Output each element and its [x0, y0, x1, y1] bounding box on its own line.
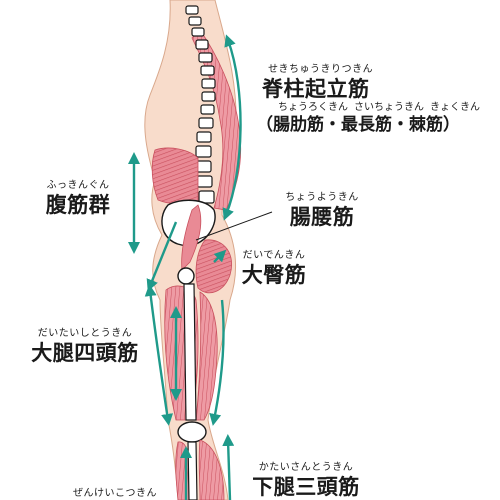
- hip-arrow-upper: [146, 221, 178, 292]
- erector-sub-rubies: ちょうろくきん さいちょうきん きょくきん: [256, 102, 496, 114]
- gluteus-arrow: [213, 249, 227, 263]
- hamstring-arrow: [209, 299, 225, 426]
- hamstring-muscle: [195, 291, 218, 421]
- erector-arrow: [222, 34, 242, 221]
- erector-ruby: せきちゅうきりつきん: [268, 64, 374, 75]
- triceps-surae-arrow: [222, 434, 235, 500]
- quadriceps-ruby: だいたいしとうきん: [37, 328, 133, 339]
- quadriceps-label: だいたいしとうきん 大腿四頭筋: [20, 328, 150, 366]
- iliopsoas-label: ちょうようきん 腸腰筋: [274, 192, 370, 230]
- triceps-surae-label: かたいさんとうきん 下腿三頭筋: [244, 462, 368, 500]
- triceps-surae-muscle: [198, 439, 225, 500]
- triceps-surae-ruby: かたいさんとうきん: [258, 462, 354, 473]
- abdominal-label: ふっきんぐん 腹筋群: [30, 180, 126, 218]
- quadriceps-name: 大腿四頭筋: [31, 341, 139, 365]
- femur-bone: [183, 283, 197, 421]
- gluteus-ruby: だいでんきん: [242, 250, 306, 261]
- tibia-bone: [187, 441, 198, 500]
- spine-vertebrae: [185, 5, 216, 204]
- sub-ruby-2: さいちょうきん: [354, 102, 424, 113]
- erector-spinae-label: せきちゅうきりつきん 脊柱起立筋 ちょうろくきん さいちょうきん きょくきん （…: [256, 64, 496, 136]
- movement-arrows: [128, 34, 242, 500]
- iliopsoas-name: 腸腰筋: [289, 205, 355, 229]
- abdominal-muscle: [151, 147, 199, 205]
- triceps-surae-name: 下腿三頭筋: [252, 475, 360, 499]
- sub-ruby-3: きょくきん: [430, 102, 480, 113]
- iliopsoas-leader-line: [195, 211, 273, 241]
- knee-joint: [177, 421, 207, 443]
- femur-head: [177, 267, 195, 285]
- quadriceps-arrow: [144, 284, 174, 426]
- erector-sub: （腸肋筋・最長筋・棘筋）: [256, 115, 460, 135]
- gluteus-name: 大臀筋: [241, 263, 307, 287]
- tibialis-label: ぜんけいこつきん: [60, 488, 170, 500]
- sub-ruby-1: ちょうろくきん: [278, 102, 348, 113]
- erector-name: 脊柱起立筋: [262, 77, 370, 101]
- iliopsoas-ruby: ちょうようきん: [285, 192, 359, 203]
- abdominal-name: 腹筋群: [45, 193, 111, 217]
- gluteus-label: だいでんきん 大臀筋: [232, 250, 316, 288]
- tibialis-ruby: ぜんけいこつきん: [73, 488, 157, 499]
- abdominal-ruby: ふっきんぐん: [46, 180, 110, 191]
